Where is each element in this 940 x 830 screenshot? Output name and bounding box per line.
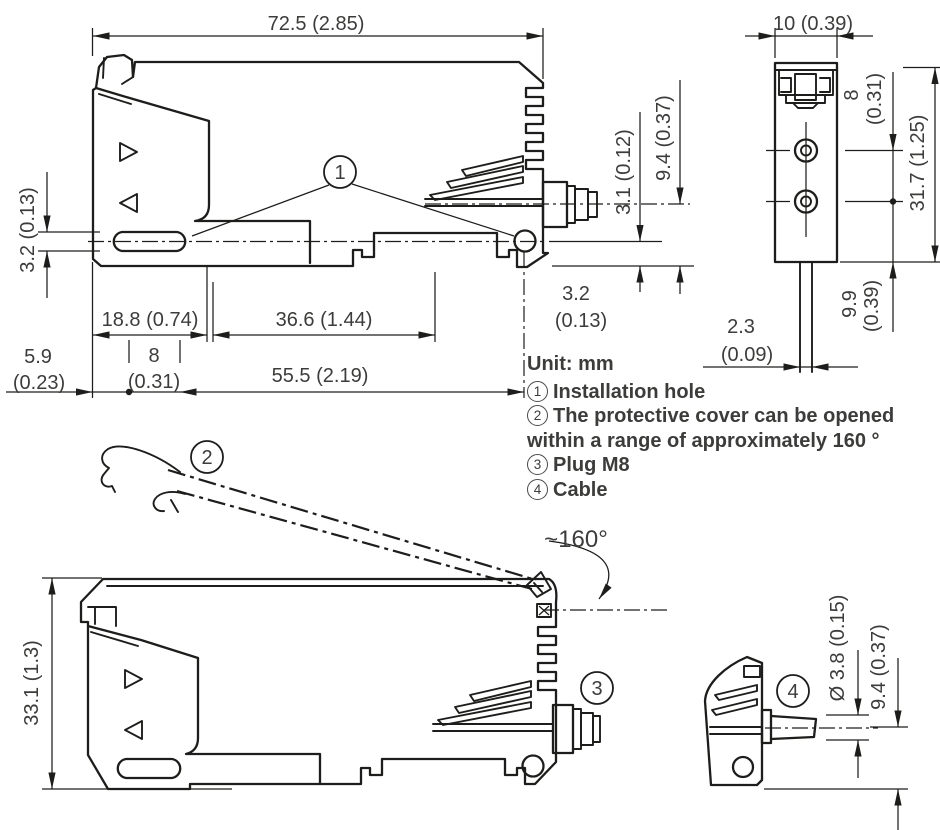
side-view-open: ~160° — [79, 445, 668, 791]
callout-2: 2 — [190, 440, 224, 474]
side-view-closed — [88, 53, 690, 398]
dim-8-in: (0.31) — [128, 371, 180, 393]
callout-2-number: 2 — [201, 447, 212, 469]
dim-555: 55.5 (2.19) — [272, 365, 369, 387]
fins — [429, 155, 524, 201]
cover-hook-2 — [152, 491, 186, 513]
ear-outline — [94, 86, 312, 265]
dim-slot-start: 18.8 (0.74) — [102, 309, 199, 331]
legend-badge-4: 4 — [527, 478, 548, 500]
dim-front-width: 10 (0.39) — [773, 13, 853, 35]
front-view-dimensions: 10 (0.39) 8 (0.31) 31.7 (1.25) 9.9 (0.39… — [703, 13, 940, 371]
clamp-detail — [794, 73, 817, 101]
cable-view-fins — [711, 684, 758, 716]
fiber-channel-lines — [424, 198, 544, 207]
cable-body-outline — [703, 655, 764, 787]
dim-rail-width: 36.6 (1.44) — [276, 309, 373, 331]
dim-99-val: 9.9 — [839, 290, 861, 318]
side-view-dimensions: 72.5 (2.85) 3.2 (0.13) 18.8 (0.74) 36.6 … — [6, 13, 694, 398]
installation-hole-open — [521, 754, 545, 778]
dim-front-height: 31.7 (1.25) — [907, 115, 929, 212]
indicator-triangle-right — [119, 142, 138, 162]
indicator-triangle-left — [119, 193, 138, 213]
ear-inner-line-open — [90, 631, 139, 647]
dim-cable-dia: Ø 3.8 (0.15) — [827, 595, 849, 702]
dim-59-in: (0.23) — [13, 372, 65, 394]
mounting-slot-open — [116, 757, 182, 780]
callout-4-number: 4 — [787, 681, 798, 703]
dim-open-height: 33.1 (1.3) — [21, 640, 43, 726]
callout-3-number: 3 — [591, 678, 602, 700]
dim-cable-center-height: 9.4 (0.37) — [868, 624, 890, 710]
callout-1-number: 1 — [334, 162, 345, 184]
front-view — [766, 61, 839, 373]
sensor-body-outline — [91, 53, 550, 269]
ear-outline-open — [86, 624, 322, 786]
indicator-triangle-left-open — [124, 720, 143, 740]
unit-note: Unit: mm — [527, 353, 614, 375]
cable-gland — [760, 708, 773, 745]
dim-59-val: 5.9 — [24, 346, 52, 368]
cover-tip-at-hinge — [526, 571, 552, 598]
legend-text-2: The protective cover can be opened withi… — [527, 405, 895, 452]
fiber-channel-lines-open — [432, 723, 554, 732]
cable-view — [703, 655, 878, 787]
indicator-triangle-right-open — [124, 669, 143, 689]
dim-slot-height: 3.2 (0.13) — [17, 187, 39, 273]
cable-view-fiber-lines — [709, 726, 763, 735]
cover-hook-1 — [100, 445, 181, 493]
cable-body-notch — [743, 665, 761, 678]
dim-width-top: 72.5 (2.85) — [268, 13, 365, 35]
m8-plug-open — [551, 703, 601, 755]
dim-front-gap-in: (0.31) — [864, 73, 886, 125]
open-body-outline — [79, 577, 558, 791]
dim-front-gap-val: 8 — [841, 89, 863, 100]
dim-hole-bottom-val: 3.2 — [562, 283, 590, 305]
open-cover-phantom — [167, 468, 537, 591]
latch-detail-open — [87, 606, 117, 627]
mounting-slot — [112, 230, 187, 253]
ear-inner-line — [98, 93, 132, 105]
callout-3: 3 — [580, 671, 614, 705]
dim-8-val: 8 — [148, 345, 159, 367]
cable-view-hole — [731, 755, 755, 779]
legend-badge-1: 1 — [527, 380, 548, 402]
dim-hole-bottom-in: (0.13) — [555, 310, 607, 332]
angle-label: ~160° — [544, 526, 608, 553]
open-view-dimensions: 33.1 (1.3) — [21, 577, 232, 790]
legend-badge-2: 2 — [527, 405, 548, 426]
dim-23-val: 2.3 — [727, 316, 755, 338]
callout-4: 4 — [776, 674, 810, 708]
fins-open — [437, 680, 532, 726]
legend-badge-3: 3 — [527, 454, 548, 475]
dim-99-in: (0.39) — [861, 280, 883, 332]
dim-plug-center-height: 9.4 (0.37) — [653, 95, 675, 181]
dim-hole-offset: 3.1 (0.12) — [613, 129, 635, 215]
legend-text-3: Plug M8 — [553, 454, 630, 476]
cable-view-dimensions: Ø 3.8 (0.15) 9.4 (0.37) — [764, 595, 908, 830]
dim-23-in: (0.09) — [721, 344, 773, 366]
legend-text-1: Installation hole — [553, 380, 706, 403]
legend-text-4: Cable — [553, 478, 608, 501]
fiber-tails — [799, 261, 813, 373]
latch-detail — [102, 57, 134, 85]
callout-1: 1 — [191, 155, 515, 237]
